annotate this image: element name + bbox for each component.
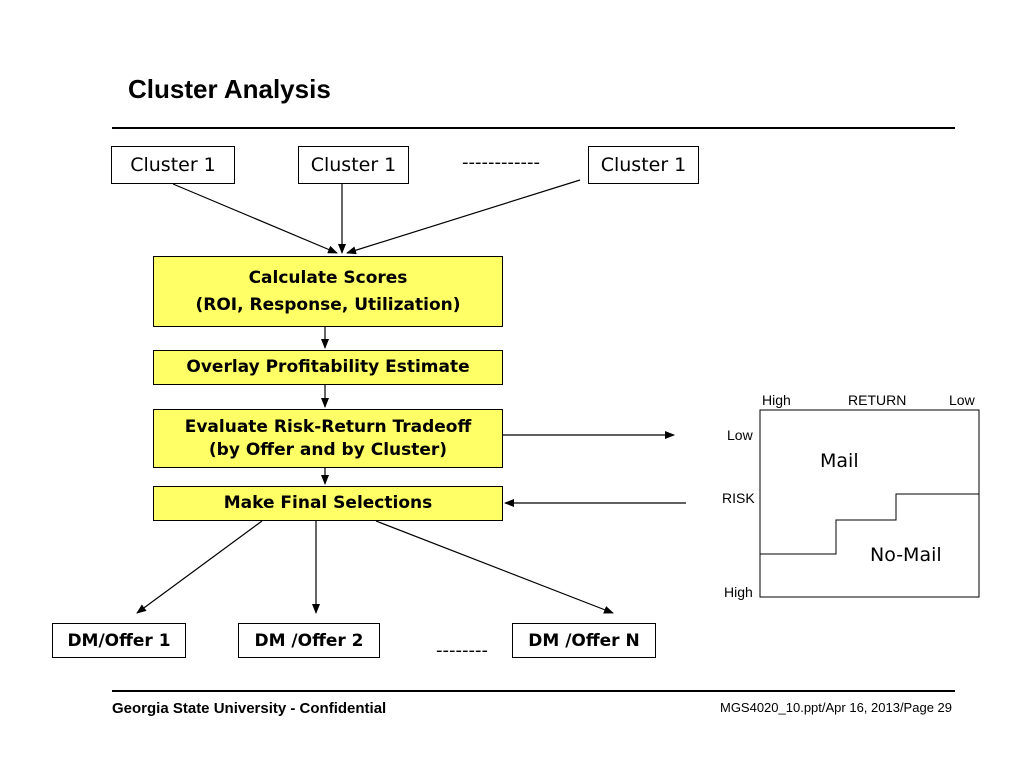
offer-ellipsis: --------: [436, 640, 488, 661]
risk-axis-label: RISK: [722, 490, 755, 506]
evaluate-subtitle: (by Offer and by Cluster): [208, 439, 448, 460]
title-rule: [112, 127, 955, 129]
offer-box-n: DM /Offer N: [512, 623, 656, 658]
arrow-cluster3-to-calc: [346, 179, 581, 255]
evaluate-risk-return-box: Evaluate Risk-Return Tradeoff (by Offer …: [153, 409, 503, 468]
risk-return-frame: [759, 409, 980, 598]
risk-high-label: High: [724, 584, 753, 600]
final-selections-box: Make Final Selections: [153, 486, 503, 521]
cluster-box-3: Cluster 1: [588, 146, 699, 184]
footer-page-info: MGS4020_10.ppt/Apr 16, 2013/Page 29: [719, 700, 952, 715]
mail-boundary-line: [760, 493, 979, 555]
calculate-scores-title: Calculate Scores: [248, 267, 408, 288]
arrow-cluster1-to-calc: [172, 183, 338, 254]
slide-title: Cluster Analysis: [128, 74, 331, 104]
footer-organization: Georgia State University - Confidential: [112, 700, 387, 717]
cluster-ellipsis: ------------: [462, 152, 540, 173]
no-mail-zone-label: No-Mail: [870, 544, 942, 566]
evaluate-title: Evaluate Risk-Return Tradeoff: [184, 416, 472, 437]
cluster-box-2: Cluster 1: [298, 146, 409, 184]
risk-low-label: Low: [727, 427, 753, 443]
calculate-scores-box: Calculate Scores (ROI, Response, Utiliza…: [153, 256, 503, 327]
arrow-final-to-offerN: [375, 520, 614, 614]
overlay-profitability-box: Overlay Profitability Estimate: [153, 350, 503, 385]
calculate-scores-subtitle: (ROI, Response, Utilization): [195, 294, 461, 315]
mail-zone-label: Mail: [820, 450, 859, 472]
return-low-label: Low: [949, 392, 975, 408]
return-axis-label: RETURN: [848, 392, 907, 408]
offer-box-2: DM /Offer 2: [238, 623, 380, 658]
return-high-label: High: [762, 392, 791, 408]
footer-rule: [112, 690, 955, 692]
offer-box-1: DM/Offer 1: [52, 623, 186, 658]
cluster-box-1: Cluster 1: [111, 146, 235, 184]
arrow-final-to-offer1: [136, 520, 263, 614]
